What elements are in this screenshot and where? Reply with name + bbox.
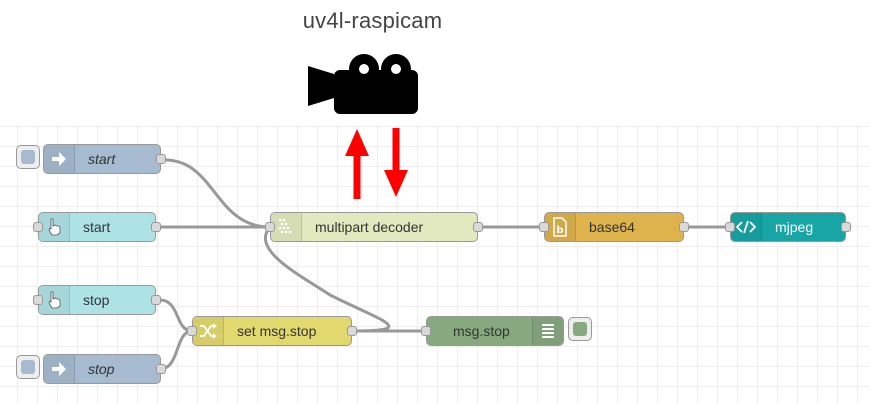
- node-label: stop: [88, 361, 115, 377]
- node-label: start: [88, 151, 116, 167]
- node-label: mjpeg: [775, 219, 814, 235]
- wire-inject-start-decoder: [163, 158, 272, 229]
- node-label: msg.stop: [453, 323, 510, 339]
- list-icon: [532, 317, 563, 345]
- input-port[interactable]: [33, 222, 43, 232]
- input-port[interactable]: [33, 295, 43, 305]
- output-port[interactable]: [151, 295, 161, 305]
- decoder-icon: [271, 213, 302, 241]
- node-label: start: [83, 219, 111, 235]
- debug-toggle-button[interactable]: [568, 317, 592, 341]
- node-base64[interactable]: b base64: [539, 212, 689, 242]
- output-port[interactable]: [841, 222, 851, 232]
- node-button-stop[interactable]: stop: [33, 285, 161, 315]
- hand-pointer-icon: [39, 286, 70, 314]
- node-debug-msg-stop[interactable]: msg.stop: [421, 316, 564, 346]
- camera-title: uv4l-raspicam: [302, 8, 443, 33]
- hand-pointer-icon: [39, 213, 70, 241]
- node-button-start[interactable]: start: [33, 212, 161, 242]
- node-mjpeg[interactable]: mjpeg: [725, 212, 851, 242]
- node-multipart-decoder[interactable]: multipart decoder: [265, 212, 483, 242]
- shuffle-icon: [193, 317, 224, 345]
- node-label: stop: [83, 292, 110, 308]
- svg-text:b: b: [556, 225, 563, 236]
- output-port[interactable]: [151, 222, 161, 232]
- node-inject-start[interactable]: start: [43, 144, 166, 174]
- inject-start-trigger-button[interactable]: [16, 145, 40, 169]
- video-camera-icon: [308, 54, 418, 114]
- input-port[interactable]: [421, 326, 431, 336]
- red-up-arrow-head: [345, 129, 369, 156]
- input-port[interactable]: [539, 222, 549, 232]
- red-arrows: [345, 128, 408, 199]
- node-label: set msg.stop: [237, 323, 317, 339]
- base64-icon: b: [545, 213, 576, 241]
- input-port[interactable]: [265, 222, 275, 232]
- node-label: base64: [589, 219, 635, 235]
- input-port[interactable]: [187, 326, 197, 336]
- wire-change-decoder: [263, 225, 391, 333]
- input-port[interactable]: [725, 222, 735, 232]
- red-down-arrow-head: [384, 170, 408, 197]
- arrow-in-icon: [44, 355, 75, 383]
- inject-stop-trigger-button[interactable]: [16, 355, 40, 379]
- wire-inject-stop-change: [158, 329, 194, 371]
- output-port[interactable]: [156, 154, 166, 164]
- node-label: multipart decoder: [315, 219, 424, 235]
- code-icon: [731, 213, 762, 241]
- arrow-in-icon: [44, 145, 75, 173]
- node-change-set-msg-stop[interactable]: set msg.stop: [187, 316, 357, 346]
- output-port[interactable]: [679, 222, 689, 232]
- output-port[interactable]: [156, 364, 166, 374]
- output-port[interactable]: [473, 222, 483, 232]
- output-port[interactable]: [347, 326, 357, 336]
- node-inject-stop[interactable]: stop: [43, 354, 166, 384]
